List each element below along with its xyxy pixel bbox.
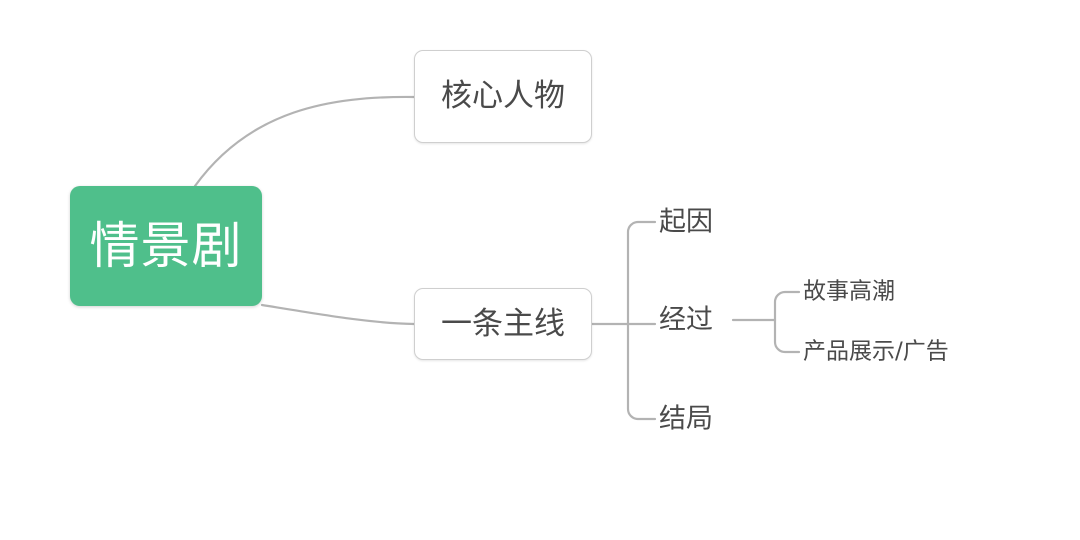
root-node-label: 情景剧 xyxy=(89,217,243,275)
branch-node-core-character-label: 核心人物 xyxy=(441,78,565,114)
edge-root-to-main xyxy=(260,303,416,326)
leaf-node-product-placement[interactable]: 产品展示/广告 xyxy=(803,338,949,365)
branch-node-core-character[interactable]: 核心人物 xyxy=(414,50,592,143)
branch-node-main-storyline[interactable]: 一条主线 xyxy=(414,288,592,360)
leaf-node-process[interactable]: 经过 xyxy=(659,304,713,336)
leaf-node-ending[interactable]: 结局 xyxy=(659,403,713,435)
leaf-node-cause[interactable]: 起因 xyxy=(659,206,713,238)
leaf-node-story-climax[interactable]: 故事高潮 xyxy=(803,278,895,305)
branch-node-main-storyline-label: 一条主线 xyxy=(441,305,565,342)
bracket-level3 xyxy=(626,220,657,421)
bracket-level4 xyxy=(773,290,801,354)
root-node-situational-drama[interactable]: 情景剧 xyxy=(70,186,262,306)
edge-root-to-core xyxy=(193,95,416,188)
